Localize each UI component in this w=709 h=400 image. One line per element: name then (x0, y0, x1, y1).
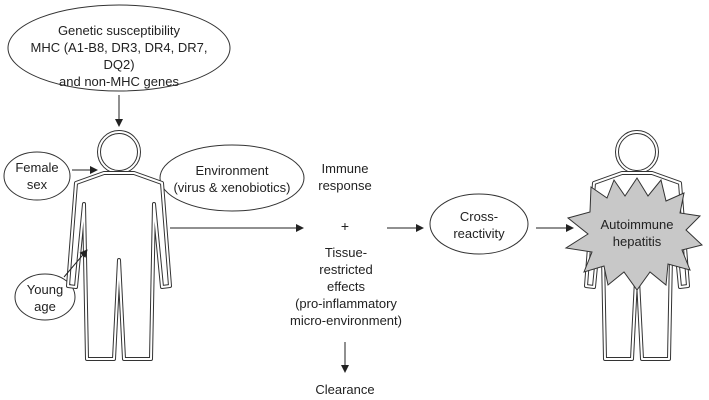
young-line2: age (34, 299, 56, 314)
arrow-young (63, 249, 88, 278)
female-line2: sex (26, 177, 48, 192)
clearance-label: Clearance (315, 382, 375, 397)
cross-label: Cross- reactivity (432, 208, 526, 242)
autoimmune-burst (564, 177, 704, 291)
young-label: Young age (15, 281, 75, 315)
young-line1: Young (26, 282, 64, 297)
immune-line2: response (318, 178, 372, 193)
cross-line2: reactivity (453, 226, 505, 241)
female-line1: Female (15, 160, 59, 175)
autoimmune-line1: Autoimmune (600, 217, 674, 232)
immune-label: Immune response (305, 160, 385, 194)
cross-ellipse (429, 193, 529, 255)
autoimmune-label: Autoimmune hepatitis (587, 216, 687, 250)
female-ellipse (3, 151, 71, 201)
young-ellipse (14, 273, 76, 321)
environment-ellipse (159, 144, 305, 212)
plus-sign: + (340, 218, 350, 234)
tissue-label: Tissue- restricted effects (pro-inflamma… (268, 244, 424, 329)
immune-line1: Immune (321, 161, 369, 176)
environment-line2: (virus & xenobiotics) (173, 180, 291, 195)
genetic-line3: and non-MHC genes (59, 74, 179, 89)
person-left (66, 130, 172, 361)
autoimmune-line2: hepatitis (612, 234, 662, 249)
cross-line1: Cross- (459, 209, 499, 224)
tissue-line3: effects (326, 279, 366, 294)
genetic-line2: MHC (A1-B8, DR3, DR4, DR7, DQ2) (30, 40, 208, 72)
genetic-ellipse (7, 4, 231, 92)
genetic-label: Genetic susceptibility MHC (A1-B8, DR3, … (14, 22, 224, 90)
tissue-line1: Tissue- (324, 245, 368, 260)
environment-label: Environment (virus & xenobiotics) (162, 162, 302, 196)
environment-line1: Environment (195, 163, 269, 178)
female-label: Female sex (6, 159, 68, 193)
tissue-line2: restricted (319, 262, 373, 277)
genetic-line1: Genetic susceptibility (57, 23, 181, 38)
tissue-line5: micro-environment) (290, 313, 402, 328)
tissue-line4: (pro-inflammatory (295, 296, 397, 311)
